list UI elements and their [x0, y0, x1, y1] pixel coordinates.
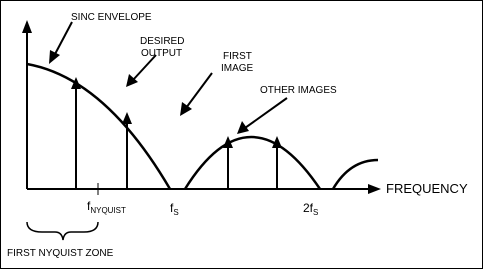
desired-output-label-line2: OUTPUT — [141, 48, 182, 59]
first-image-pointer — [180, 72, 213, 116]
frequency-axis-label: FREQUENCY — [386, 181, 468, 196]
other-image-arrow-2 — [272, 136, 282, 189]
y-axis-arrowhead — [22, 20, 32, 33]
two-fs-tick-label: 2fS — [303, 201, 318, 217]
first-nyquist-zone-brace — [26, 221, 99, 241]
other-images-label: OTHER IMAGES — [260, 85, 337, 96]
other-images-pointer — [237, 97, 288, 134]
fs-tick-label: fS — [170, 201, 179, 217]
x-axis-arrowhead — [368, 184, 381, 194]
first-nyquist-zone-label: FIRST NYQUIST ZONE — [7, 248, 114, 259]
first-image-label-line2: IMAGE — [221, 63, 254, 74]
sinc-second-lobe — [183, 135, 322, 190]
first-image-arrow — [122, 112, 132, 189]
sinc-third-lobe-partial — [331, 158, 379, 190]
desired-output-label-line1: DESIRED — [140, 36, 184, 47]
first-image-label-line1: FIRST — [223, 51, 252, 62]
sinc-envelope-pointer — [49, 21, 73, 64]
desired-output-pointer — [126, 54, 157, 87]
f-nyquist-tick-label: fNYQUIST — [87, 199, 126, 215]
sinc-envelope-label: SINC ENVELOPE — [71, 12, 152, 23]
other-image-arrow-1 — [223, 136, 233, 189]
desired-output-arrow — [71, 77, 81, 189]
sinc-main-lobe — [26, 62, 172, 190]
